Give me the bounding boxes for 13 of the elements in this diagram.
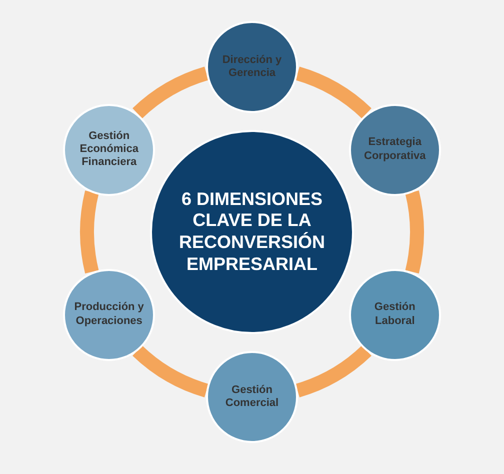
dimension-label: Dirección y Gerencia	[221, 54, 283, 80]
ring-arc	[132, 345, 209, 398]
ring-arc	[295, 345, 372, 398]
dimension-label: Estrategia Corporativa	[363, 136, 427, 163]
dimension-label: Gestión Económica Financiera	[78, 130, 140, 170]
dimension-label: Producción y Operaciones	[74, 301, 144, 328]
ring-arc	[295, 66, 372, 119]
ring-arc	[405, 190, 424, 274]
ring-arc	[80, 190, 99, 274]
dimension-label: Gestión Comercial	[224, 384, 280, 410]
ring-arc	[132, 66, 209, 119]
center-title: 6 DIMENSIONES CLAVE DE LA RECONVERSIÓN EMPRESARIAL	[178, 188, 326, 276]
dimension-label: Gestión Laboral	[373, 301, 416, 328]
